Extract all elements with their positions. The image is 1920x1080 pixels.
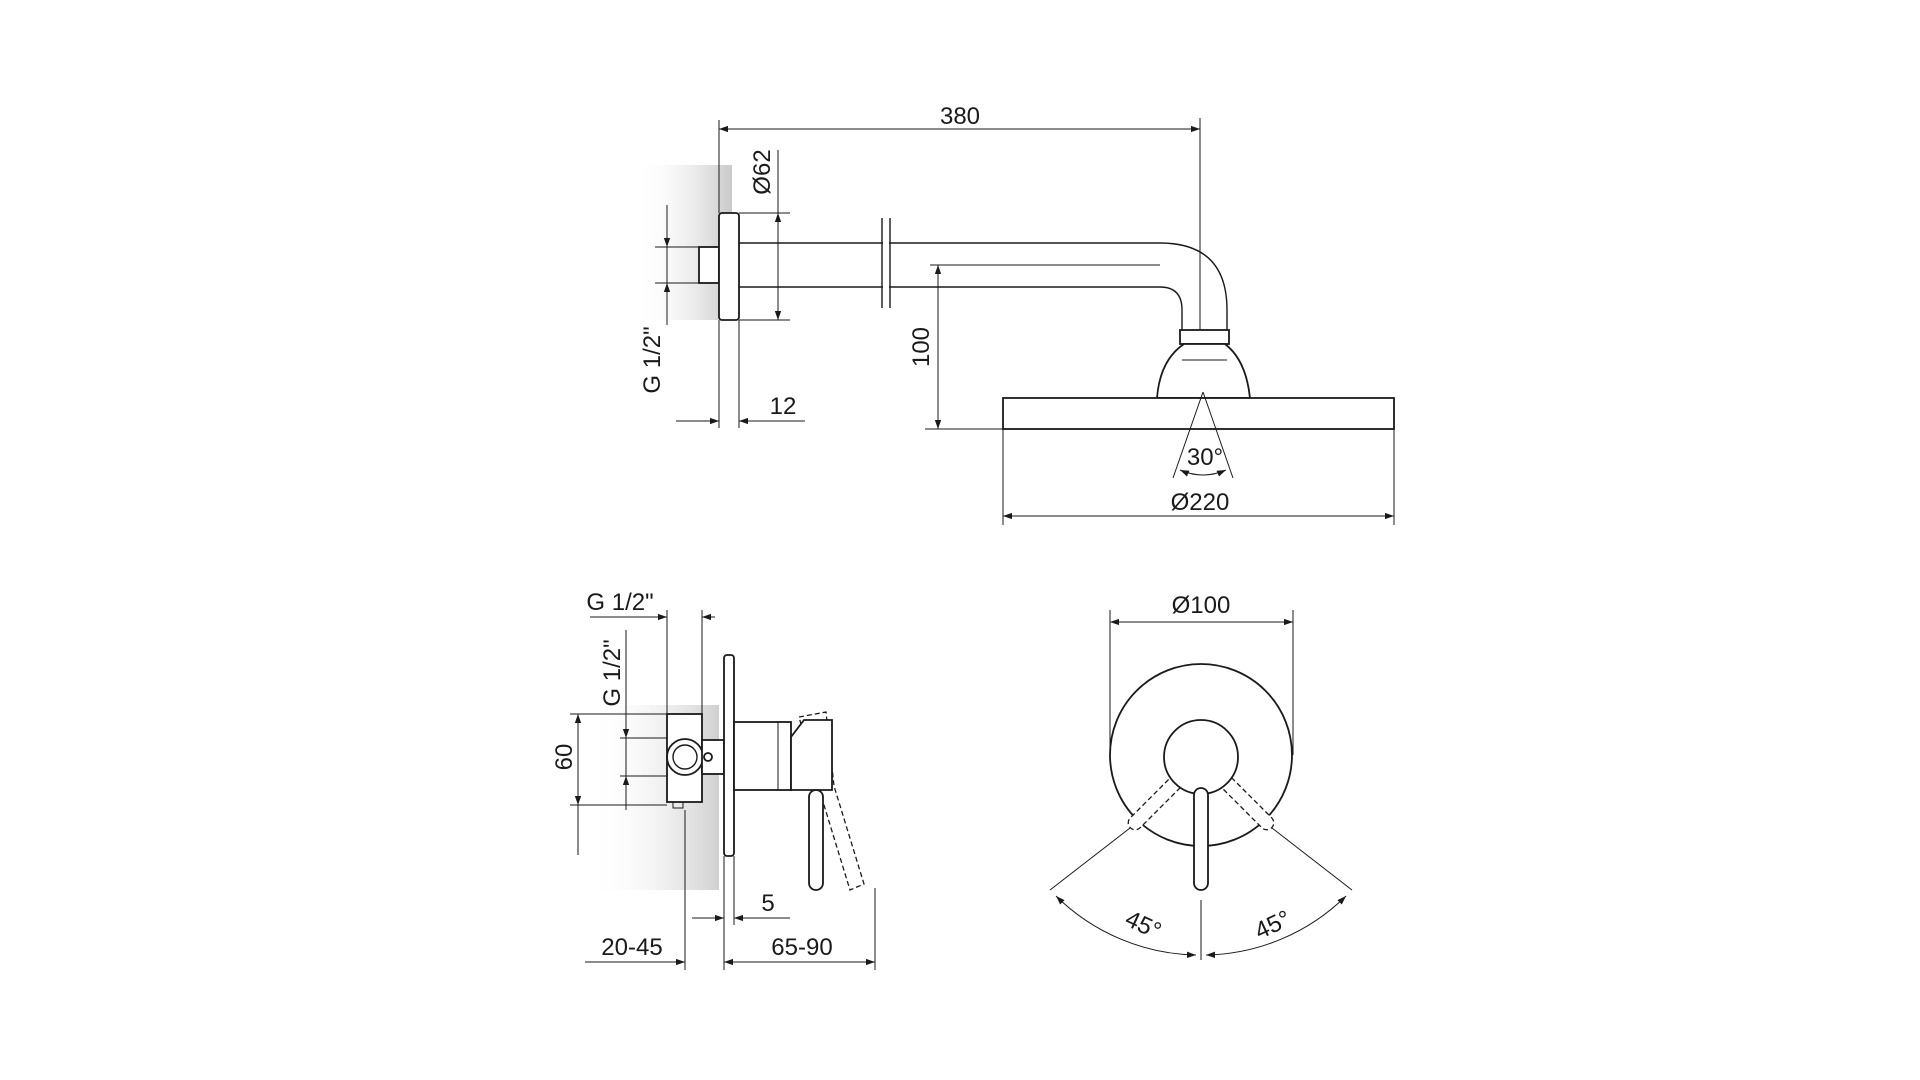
- handle-lever: [808, 789, 824, 891]
- wall-plate: [723, 654, 735, 857]
- ball-joint: [1156, 343, 1251, 399]
- dim-angle-right: 45°: [1251, 905, 1295, 945]
- arm-nut: [1179, 329, 1230, 345]
- dim-thread-side: G 1/2": [599, 639, 626, 706]
- dim-head: Ø220: [1171, 489, 1230, 516]
- mixer-side-view: G 1/2" G 1/2" 60: [551, 589, 876, 970]
- front-handle: [1163, 719, 1239, 795]
- shower-head: [1002, 397, 1395, 430]
- dim-flange: Ø62: [749, 149, 776, 194]
- dim-length: 380: [940, 103, 980, 130]
- dim-height: 60: [551, 744, 578, 771]
- dim-depth: 5: [761, 890, 774, 917]
- dim-install: 20-45: [601, 934, 662, 961]
- shower-arm-view: 380 Ø62 G 1/2" 12 100 30° Ø220: [635, 103, 1395, 525]
- dim-drop: 100: [908, 327, 935, 367]
- shower-arm: [739, 242, 1228, 330]
- dim-protrusion: 65-90: [771, 934, 832, 961]
- wall-flange: [718, 212, 740, 321]
- dim-thread: G 1/2": [639, 326, 666, 393]
- dim-wall: 12: [770, 393, 797, 420]
- dim-angle-left: 45°: [1121, 905, 1165, 945]
- handle-sleeve: [733, 721, 792, 791]
- wall-shading-top: [635, 165, 732, 320]
- dim-thread-top: G 1/2": [586, 589, 653, 616]
- front-lever: [1193, 787, 1209, 891]
- mixer-front-view: Ø100 45° 45°: [1049, 592, 1353, 960]
- handle-cap: [790, 719, 833, 791]
- dim-angle: 30°: [1187, 444, 1223, 471]
- wall-connector: [698, 246, 720, 284]
- dim-plate: Ø100: [1172, 592, 1231, 619]
